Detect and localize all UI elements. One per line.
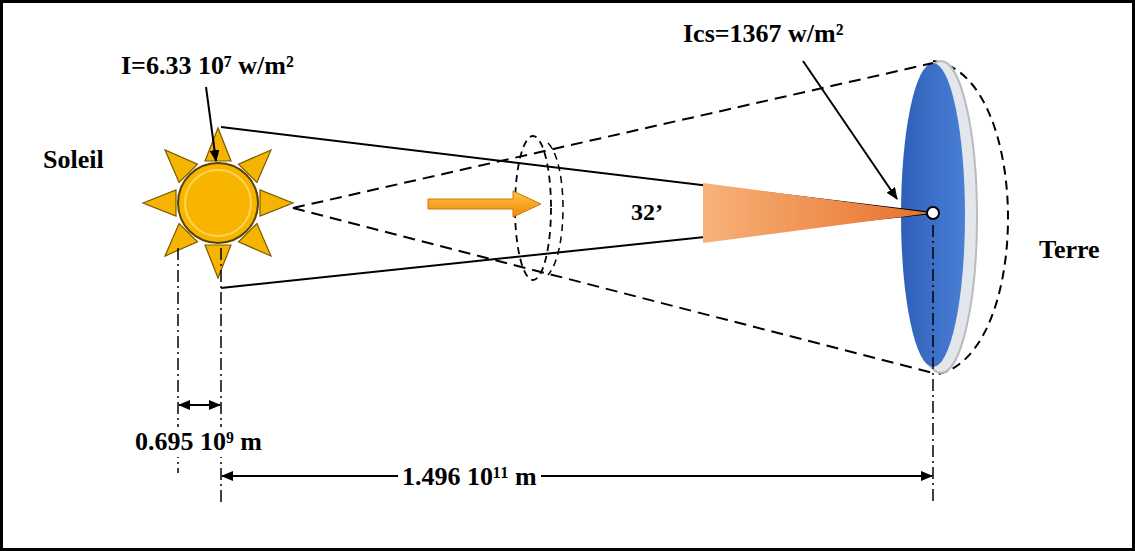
dimension-label: 0.695 10⁹ m [131, 427, 266, 457]
section-arc [548, 143, 563, 275]
angle-cone [703, 183, 931, 243]
axis-lines [178, 225, 933, 503]
angle-label: 32’ [631, 199, 663, 227]
sun-rays [143, 128, 293, 278]
sun-disc [178, 163, 258, 243]
body-name: Soleil [43, 145, 104, 175]
intensity-label: I=6.33 10⁷ w/m² [121, 51, 294, 81]
sun-highlight [185, 170, 251, 236]
dimension-arrow [222, 475, 932, 477]
radiation-arrow [428, 191, 541, 217]
leader-line [206, 87, 216, 161]
intensity-label: Ics=1367 w/m² [683, 19, 844, 49]
observer-point [927, 207, 939, 219]
dashed-ray [293, 63, 933, 208]
sun-earth-illustration [3, 3, 1135, 551]
leader-line [803, 61, 897, 199]
dimension-arrow [179, 404, 220, 406]
dashed-ray [293, 208, 933, 373]
body-name: Terre [1039, 235, 1100, 265]
dimension-label: 1.496 10¹¹ m [398, 462, 541, 492]
